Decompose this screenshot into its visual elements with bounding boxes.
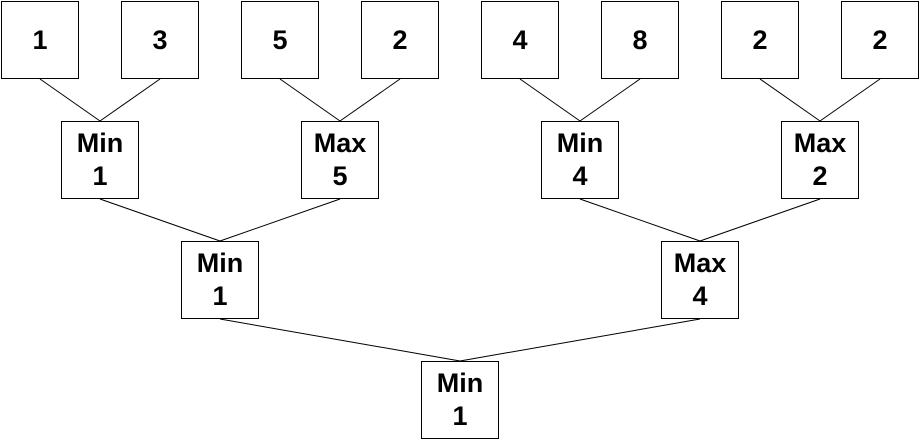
leaf-value: 1: [32, 24, 48, 55]
tree-edge: [339, 78, 401, 122]
tree-edge: [99, 198, 221, 242]
tree-edge: [579, 198, 701, 242]
node-value: 2: [812, 161, 828, 191]
node-operator: Max: [313, 128, 367, 158]
leaf-value: 2: [392, 24, 408, 55]
leaf-node: 8: [601, 1, 679, 79]
node-operator: Min: [196, 248, 244, 278]
node-value: 4: [692, 281, 708, 311]
leaf-node: 2: [721, 1, 799, 79]
leaf-value: 8: [632, 24, 648, 55]
node-value: 1: [452, 401, 468, 431]
tree-edge: [39, 78, 101, 122]
node-value: 4: [572, 161, 588, 191]
tree-edge: [219, 318, 461, 362]
tree-edge: [819, 78, 881, 122]
node-operator: Max: [793, 128, 847, 158]
tree-edge: [699, 198, 821, 242]
leaf-value: 3: [152, 24, 168, 55]
tree-edge: [759, 78, 821, 122]
leaf-value: 4: [512, 24, 528, 55]
tree-edge: [579, 78, 641, 122]
leaf-value: 5: [272, 24, 288, 55]
leaf-node: 3: [121, 1, 199, 79]
leaf-node: 1: [1, 1, 79, 79]
tree-edge: [459, 318, 701, 362]
leaf-node: 2: [361, 1, 439, 79]
leaf-value: 2: [752, 24, 768, 55]
tree-edge: [219, 198, 341, 242]
node-value: 1: [212, 281, 228, 311]
leaf-value: 2: [872, 24, 888, 55]
node-value: 1: [92, 161, 108, 191]
node-operator: Min: [76, 128, 124, 158]
node-operator: Max: [673, 248, 727, 278]
node-value: 5: [332, 161, 348, 191]
leaf-node: 2: [841, 1, 919, 79]
tree-edge: [279, 78, 341, 122]
node-operator: Min: [436, 368, 484, 398]
tree-edge: [99, 78, 161, 122]
node-operator: Min: [556, 128, 604, 158]
tree-edge: [519, 78, 581, 122]
leaf-node: 4: [481, 1, 559, 79]
leaf-node: 5: [241, 1, 319, 79]
